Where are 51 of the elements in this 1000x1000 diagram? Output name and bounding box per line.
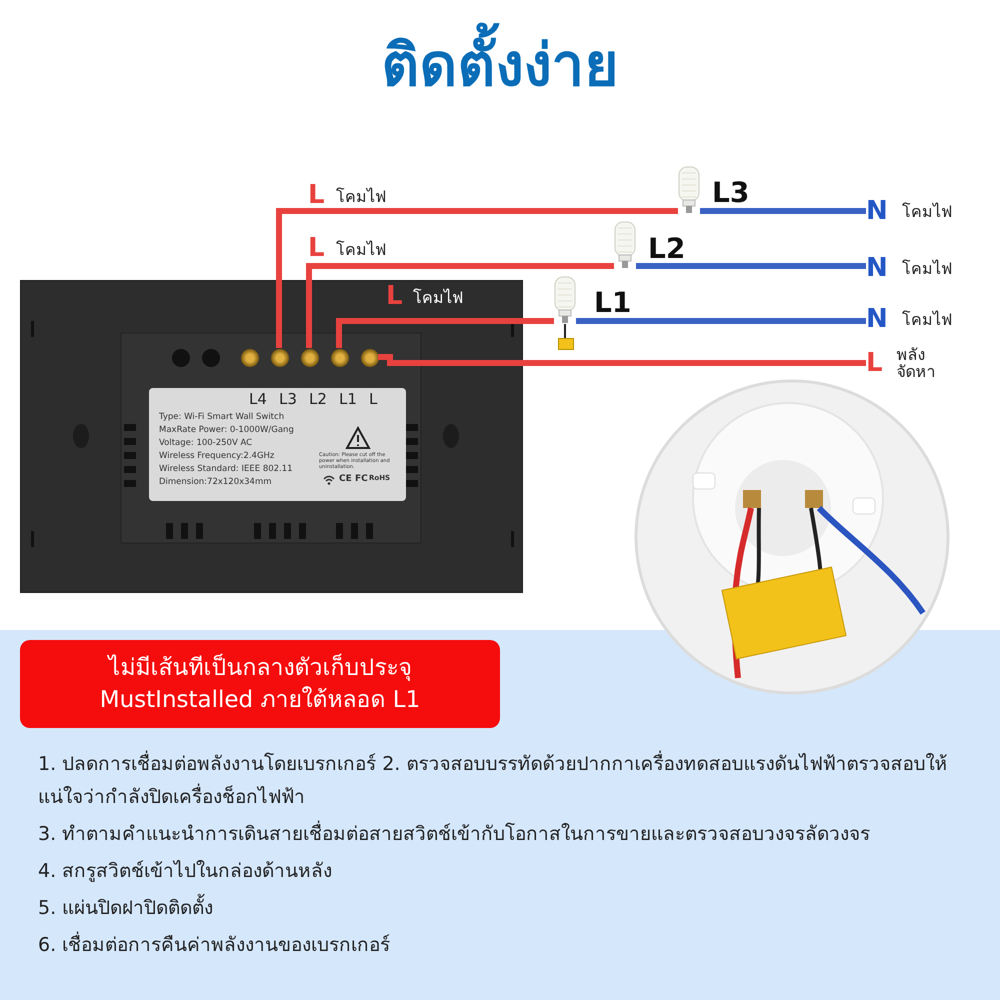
terminal-label: L1 (339, 390, 357, 408)
terminal-label: L4 (249, 390, 267, 408)
wire-name: พลังจัดหา (896, 346, 937, 380)
spec-text: Type: Wi-Fi Smart Wall Switch (159, 412, 284, 422)
wire-letter: N (866, 253, 888, 283)
wire (564, 324, 566, 338)
wire-letter: L (308, 180, 325, 210)
certification-mark: FC (355, 474, 368, 484)
capacitor (558, 338, 574, 350)
certification-mark: CE (339, 474, 352, 484)
spec-text: MaxRate Power: 0-1000W/Gang (159, 425, 294, 435)
wire-letter: L (308, 233, 325, 263)
wire (306, 263, 614, 348)
light-bulb (678, 166, 700, 214)
terminal-label: L2 (309, 390, 327, 408)
terminal-label: L (369, 390, 378, 408)
wire-letter: L (866, 348, 883, 378)
wire-name: โคมไฟ (902, 202, 952, 220)
wire-name: โคมไฟ (902, 260, 952, 276)
light-bulb (554, 276, 576, 324)
wire (700, 208, 866, 214)
wire (378, 354, 866, 366)
instruction-text: 6. เชื่อมต่อการคืนค่าพลังงานของเบรกเกอร์ (38, 929, 968, 962)
spec-text: Wireless Frequency:2.4GHz (159, 451, 274, 461)
wiring-photo (633, 378, 951, 696)
wire-letter: L (386, 281, 403, 311)
note-text: ไม่มีเส้นทีเป็นกลางตัวเก็บประจุ MustInstalled ภายใต้หลอด L1 (98, 652, 422, 715)
wire (636, 263, 866, 269)
title: ติดตั้งง่าย (0, 18, 1000, 111)
wire (576, 318, 866, 324)
wire-letter: N (866, 196, 888, 226)
wire-name: โคมไฟ (902, 310, 952, 328)
instruction-text: 5. แผ่นปิดฝาปิดติดตั้ง (38, 892, 968, 925)
lamp-label: L3 (712, 176, 750, 209)
terminal-label: L3 (279, 390, 297, 408)
instruction-text: 4. สกรูสวิตช์เข้าไปในกล่องด้านหลัง (38, 859, 334, 884)
wire-name: โคมไฟ (413, 287, 463, 309)
wire-name: โคมไฟ (336, 186, 386, 208)
warning-note (20, 640, 500, 728)
lamp-label: L1 (594, 286, 632, 319)
instruction-text: 1. ปลดการเชื่อมต่อพลังงานโดยเบรกเกอร์ 2. ตรวจสอบบรรทัดด้วยปากกาเครื่องทดสอบแรงดันไฟฟ้าตรวจสอบให้แน่ใจว่ากำลังปิดเครื่องช็อกไฟฟ้า (38, 748, 968, 814)
light-bulb (614, 221, 636, 269)
spec-text: Voltage: 100-250V AC (159, 438, 252, 448)
spec-sticker (149, 388, 406, 501)
wire-name: โคมไฟ (336, 239, 386, 261)
instruction-text: 3. ทำตามคำแนะนำการเดินสายเชื่อมต่อสายสวิตช์เข้ากับโอกาสในการขายและตรวจสอบวงจรลัดวงจร (38, 818, 968, 851)
spec-text: Wireless Standard: IEEE 802.11 (159, 464, 293, 474)
lamp-label: L2 (648, 232, 686, 265)
spec-text: Dimension:72x120x34mm (159, 477, 272, 487)
wire-letter: N (866, 304, 888, 334)
wire (276, 208, 678, 348)
